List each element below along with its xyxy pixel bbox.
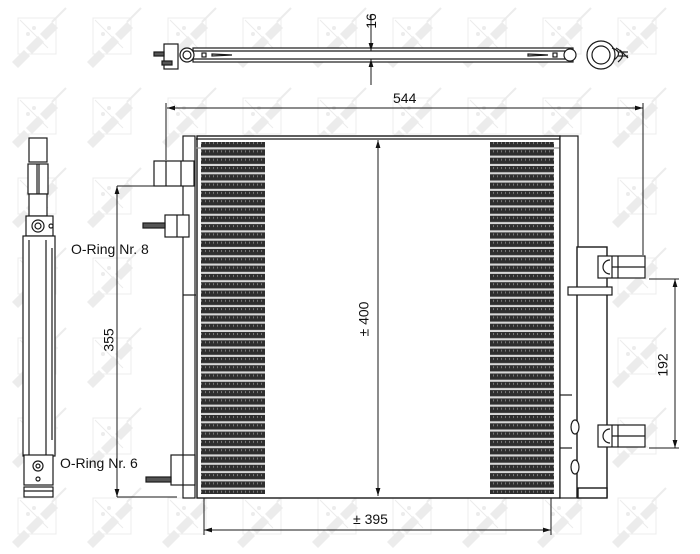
core-height-label: ± 400 (355, 301, 372, 337)
upper-oring-note: O-Ring Nr. 8 (71, 241, 149, 257)
side-view (22, 137, 56, 498)
front-view (142, 135, 646, 499)
overall-width-label: 544 (393, 90, 417, 106)
overall-width-dimension (165, 103, 644, 255)
connection-spacing-label: 355 (100, 328, 117, 352)
bracket-spacing-dimension (649, 278, 679, 449)
core-width-dimension (203, 498, 552, 535)
thickness-label: 16 (362, 13, 379, 29)
lower-oring-note: O-Ring Nr. 6 (60, 455, 138, 471)
connection-spacing-dimension (114, 185, 177, 498)
core-width-label: ± 395 (353, 511, 388, 527)
bracket-spacing-label: 192 (654, 353, 671, 377)
top-view (153, 40, 629, 70)
